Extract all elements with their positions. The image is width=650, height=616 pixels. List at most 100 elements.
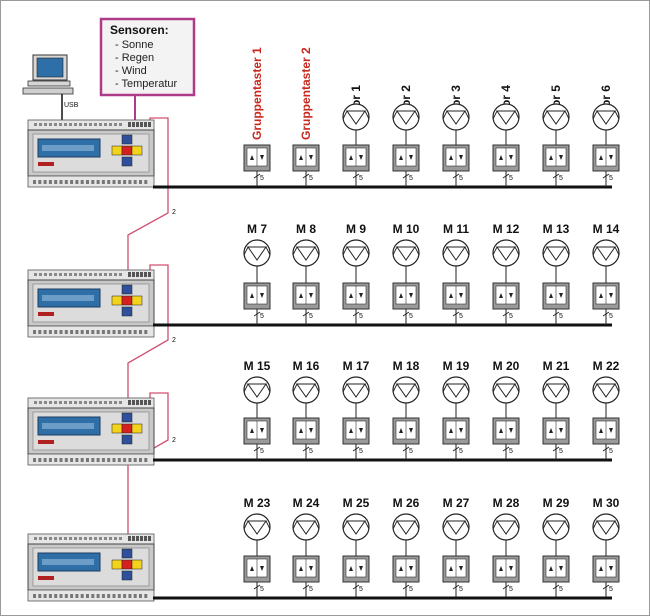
motor-label: M 21 <box>543 359 570 373</box>
motor-column: Motor 35 <box>442 85 470 187</box>
switch-wire-label: 5 <box>609 313 613 320</box>
motor-icon <box>243 513 271 556</box>
switch-wire-label: 5 <box>409 448 413 455</box>
group-switch-label: Gruppentaster 2 <box>299 47 313 140</box>
group-switch-label: Gruppentaster 1 <box>250 47 264 140</box>
switch-wire-label: 5 <box>459 175 463 182</box>
switch-wire-label: 5 <box>459 313 463 320</box>
switch-wire-label: 5 <box>409 175 413 182</box>
motor-icon <box>542 376 570 418</box>
motor-icon <box>492 513 520 556</box>
link-label-2: 2 <box>172 337 176 344</box>
motor-icon <box>592 103 620 145</box>
motor-label: M 29 <box>543 496 570 510</box>
motor-column: M 28 5 <box>492 496 520 598</box>
motor-column: M 14 5 <box>592 222 620 325</box>
motor-icon <box>592 376 620 418</box>
switch-wire-label: 5 <box>609 175 613 182</box>
motor-label: M 19 <box>443 359 470 373</box>
motor-column: M 85 <box>292 222 320 325</box>
switch-icon <box>442 555 470 583</box>
motor-column: M 29 5 <box>542 496 570 598</box>
motor-column: Motor 45 <box>492 85 520 187</box>
switch-wire-label: 5 <box>509 448 513 455</box>
sensor-item-wind: - Wind <box>115 65 147 77</box>
motor-column: M 155 <box>243 359 271 460</box>
switch-icon <box>243 417 271 445</box>
motor-column: M 265 <box>392 496 420 598</box>
switch-icon <box>392 417 420 445</box>
motor-label: M 13 <box>543 222 570 236</box>
switch-icon <box>292 144 320 172</box>
switch-wire-label: 5 <box>509 175 513 182</box>
switch-wire-label: 5 <box>609 586 613 593</box>
motor-icon <box>542 239 570 283</box>
motor-column: M 23 5 <box>243 496 271 598</box>
motor-label: M 9 <box>346 222 366 236</box>
motor-label: M 23 <box>244 496 271 510</box>
switch-wire-label: 5 <box>260 586 264 593</box>
switch-icon <box>542 417 570 445</box>
motor-icon <box>442 239 470 283</box>
switch-wire-label: 5 <box>559 586 563 593</box>
switch-icon <box>392 144 420 172</box>
switch-wire-label: 5 <box>409 586 413 593</box>
motor-label: M 28 <box>493 496 520 510</box>
switch-icon <box>442 144 470 172</box>
motor-column: Motor 15 <box>342 85 370 187</box>
motor-label: M 16 <box>293 359 320 373</box>
motor-column: M 225 <box>592 359 620 460</box>
switch-icon <box>492 144 520 172</box>
switch-wire-label: 5 <box>509 586 513 593</box>
motor-icon <box>243 376 271 418</box>
switch-icon <box>243 282 271 310</box>
motor-column: Motor 65 <box>592 85 620 187</box>
switch-icon <box>342 144 370 172</box>
motor-icon <box>342 239 370 283</box>
switch-icon <box>592 144 620 172</box>
switch-icon <box>342 555 370 583</box>
motor-icon <box>342 103 370 145</box>
motor-column: Motor 25 <box>392 85 420 187</box>
motor-column: M 305 <box>592 496 620 598</box>
motor-column: M 205 <box>492 359 520 460</box>
motor-column: M 165 <box>292 359 320 460</box>
switch-wire-label: 5 <box>309 313 313 320</box>
switch-icon <box>342 282 370 310</box>
motor-column: M 215 <box>542 359 570 460</box>
switch-wire-label: 5 <box>559 175 563 182</box>
group-switch-column: Gruppentaster 25 <box>292 47 320 187</box>
switch-wire-label: 5 <box>559 313 563 320</box>
switch-wire-label: 5 <box>609 448 613 455</box>
motor-icon <box>592 513 620 556</box>
switch-wire-label: 5 <box>260 448 264 455</box>
controller-device <box>27 533 155 602</box>
motor-icon <box>392 103 420 145</box>
controller-device <box>27 269 155 338</box>
motor-icon <box>342 513 370 556</box>
motor-column: Motor 55 <box>542 85 570 187</box>
sensor-title: Sensoren: <box>110 23 169 37</box>
motor-column: M 245 <box>292 496 320 598</box>
motor-column: M 255 <box>342 496 370 598</box>
sensor-item-regen: - Regen <box>115 52 154 64</box>
motor-label: M 12 <box>493 222 520 236</box>
controller-link-cables <box>127 117 169 535</box>
motor-icon <box>442 376 470 418</box>
motor-icon <box>342 376 370 418</box>
switch-icon <box>292 555 320 583</box>
motor-column: M 13 5 <box>542 222 570 325</box>
switch-icon <box>342 417 370 445</box>
switch-icon <box>292 417 320 445</box>
motor-icon <box>592 239 620 283</box>
motor-label: M 14 <box>593 222 620 236</box>
motor-column: M 95 <box>342 222 370 325</box>
switch-icon <box>542 555 570 583</box>
motor-column: M 175 <box>342 359 370 460</box>
controller-device <box>27 397 155 466</box>
motor-icon <box>542 103 570 145</box>
motor-label: M 27 <box>443 496 470 510</box>
switch-wire-label: 5 <box>260 313 264 320</box>
motor-icon <box>442 103 470 145</box>
